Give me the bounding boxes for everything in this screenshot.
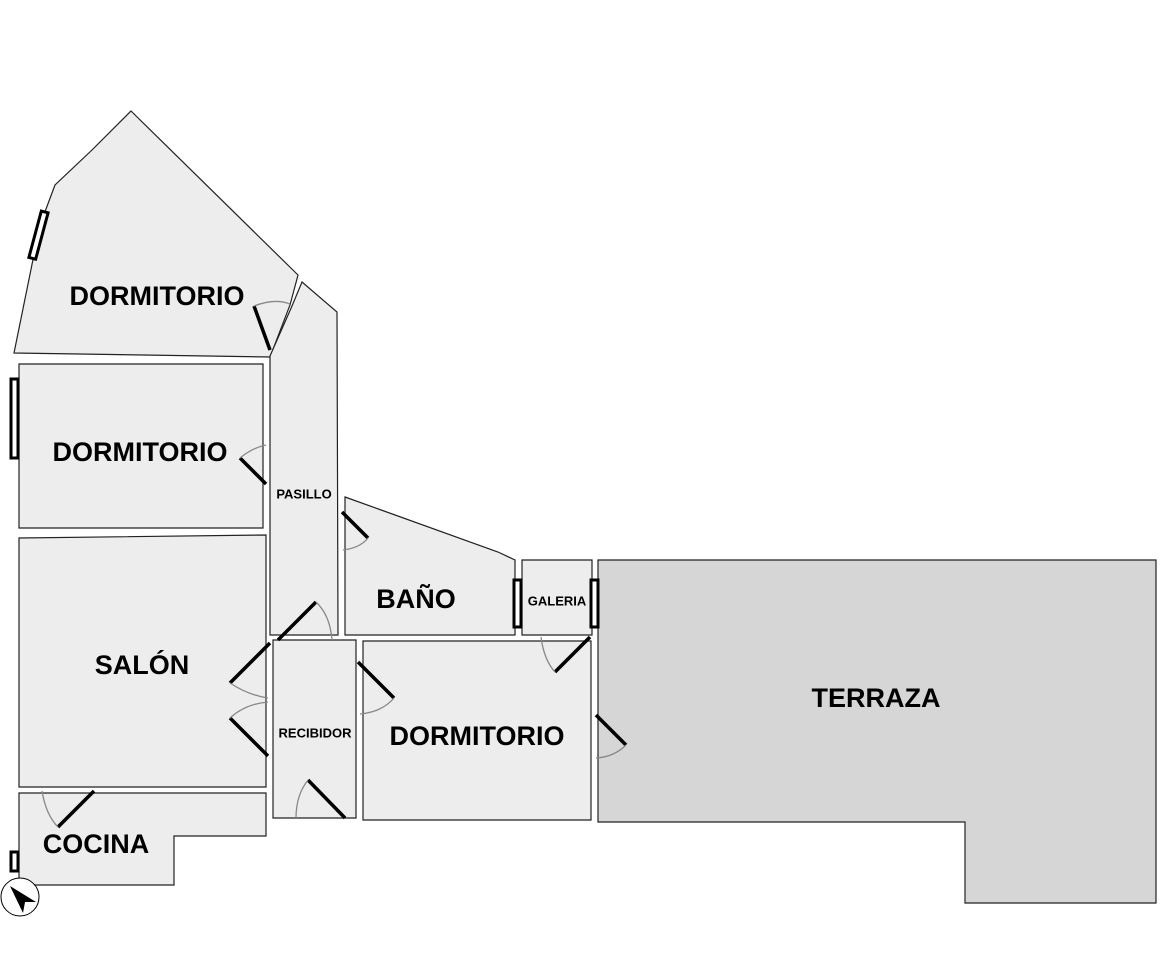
door-dormitorio-top: [252, 300, 291, 351]
label-pasillo: PASILLO: [276, 486, 331, 501]
door-terraza: [594, 713, 628, 759]
window-cocina: [9, 850, 20, 873]
label-terraza: TERRAZA: [812, 683, 941, 713]
room-dormitorio-top: [13, 110, 299, 358]
door-cocina: [41, 789, 96, 829]
label-galeria: GALERIA: [528, 593, 587, 608]
door-salon-1: [228, 641, 272, 699]
door-pasillo-recibidor: [276, 600, 333, 642]
room-recibidor: [272, 639, 357, 819]
room-pasillo: [269, 281, 339, 636]
label-dormitorio-left: DORMITORIO: [53, 437, 228, 467]
door-galeria: [540, 635, 592, 674]
room-bano: [344, 496, 516, 636]
window-galeria: [589, 578, 600, 629]
window-dormitorio-top: [27, 209, 50, 262]
door-dormitorio-left: [238, 444, 268, 486]
label-dormitorio-top: DORMITORIO: [70, 281, 245, 311]
label-bano: BAÑO: [376, 583, 456, 614]
label-recibidor: RECIBIDOR: [279, 725, 353, 740]
room-dormitorio-left: [18, 363, 264, 529]
room-dormitorio-center: [362, 640, 592, 821]
window-dormitorio-left: [9, 377, 20, 460]
door-bano: [340, 510, 370, 551]
north-arrow-icon: [0, 877, 40, 917]
room-salon: [18, 534, 267, 788]
label-cocina: COCINA: [43, 829, 150, 859]
label-dormitorio-center: DORMITORIO: [390, 721, 565, 751]
room-terraza: [597, 559, 1157, 904]
door-dormitorio-center: [356, 660, 396, 715]
window-bano: [512, 578, 523, 629]
door-recibidor-entrance: [295, 778, 347, 820]
door-salon-2: [228, 701, 270, 758]
label-salon: SALÓN: [95, 649, 190, 680]
